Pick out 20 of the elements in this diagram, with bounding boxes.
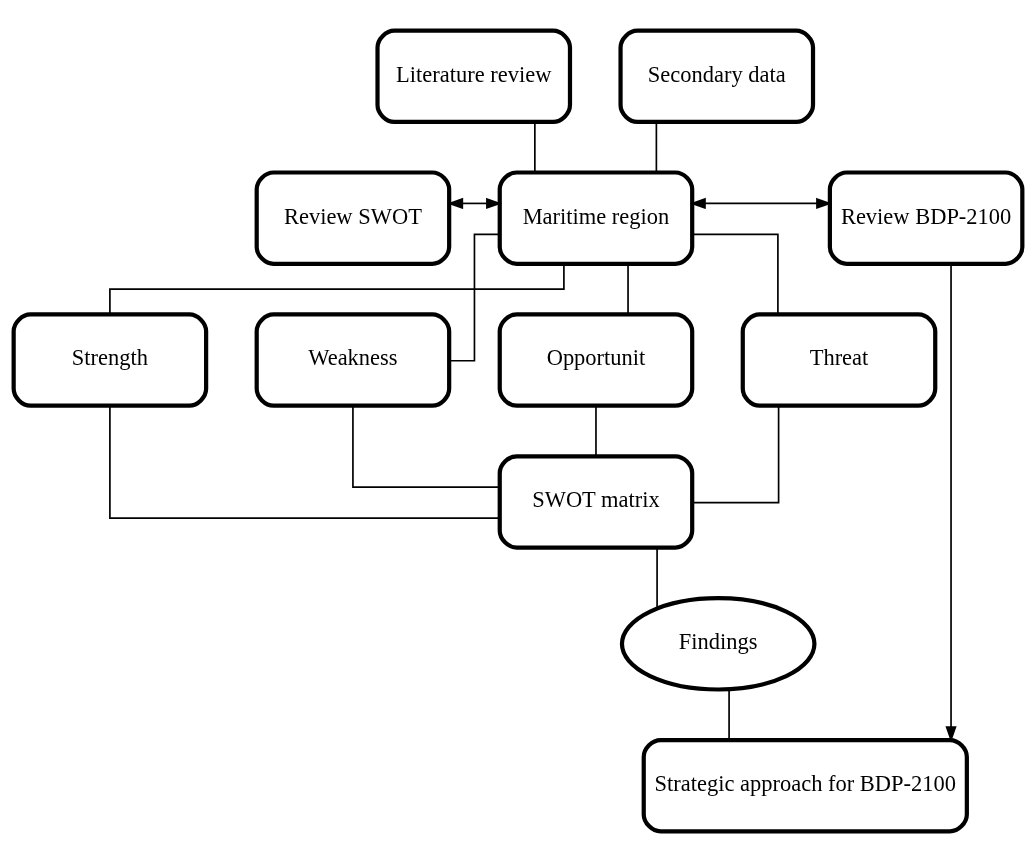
node-box: Threat — [740, 311, 938, 408]
connector — [448, 232, 501, 362]
node-box: Review BDP-2100 — [827, 169, 1025, 266]
connector — [595, 404, 597, 457]
node-box: Review SWOT — [254, 169, 452, 266]
connector — [728, 688, 730, 740]
connector — [109, 404, 501, 519]
node-box: SWOT matrix — [497, 453, 695, 550]
node-ellipse: Findings — [619, 595, 817, 692]
node-box: Opportunit — [497, 311, 695, 408]
node-box: Literature review — [375, 28, 573, 124]
node-box: Maritime region — [497, 169, 695, 266]
connector — [352, 404, 501, 488]
connector — [691, 232, 779, 315]
node-box: Strength — [11, 311, 209, 408]
node-box: Weakness — [254, 311, 452, 408]
node-box: Strategic approach for BDP-2100 — [641, 737, 969, 833]
connector — [656, 546, 658, 609]
node-box: Secondary data — [618, 28, 816, 124]
connector — [691, 404, 780, 503]
